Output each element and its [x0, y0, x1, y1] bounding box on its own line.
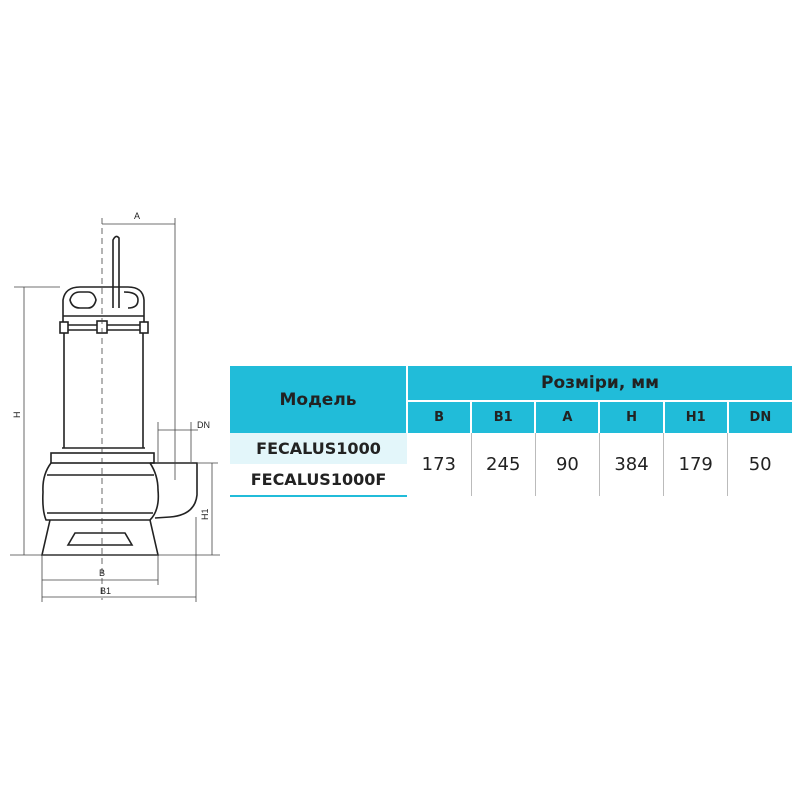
table-row: FECALUS1000 173 245 90 384 179 50: [230, 433, 792, 496]
value-h1: 179: [663, 433, 729, 496]
dimensions-table: Модель Розміри, мм B B1 A H H1 DN FECALU…: [230, 366, 792, 497]
col-header-h: H: [599, 401, 665, 433]
label-dn: DN: [197, 420, 210, 430]
col-header-a: A: [535, 401, 601, 433]
value-b: 173: [407, 433, 472, 496]
label-a: A: [134, 211, 140, 221]
col-header-h1: H1: [663, 401, 729, 433]
col-header-dn: DN: [727, 401, 792, 433]
value-a: 90: [535, 433, 600, 496]
value-h: 384: [599, 433, 665, 496]
label-h: H: [12, 412, 22, 419]
dimension-lines: [10, 218, 220, 602]
value-b1: 245: [471, 433, 536, 496]
label-b: B: [99, 568, 105, 578]
pump-outline: [40, 235, 198, 556]
value-dn: 50: [748, 454, 772, 475]
model-name: FECALUS1000F: [230, 464, 407, 497]
col-header-b1: B1: [471, 401, 537, 433]
model-header: Модель: [230, 366, 408, 433]
sizes-header: Розміри, мм: [407, 366, 792, 402]
model-name: FECALUS1000: [230, 433, 407, 464]
pump-dimension-drawing: A H DN H1 B B1: [10, 211, 220, 602]
col-header-b: B: [407, 401, 473, 433]
label-h1: H1: [200, 508, 210, 520]
label-b1: B1: [100, 586, 111, 596]
table-row: FECALUS1000F: [230, 464, 792, 497]
